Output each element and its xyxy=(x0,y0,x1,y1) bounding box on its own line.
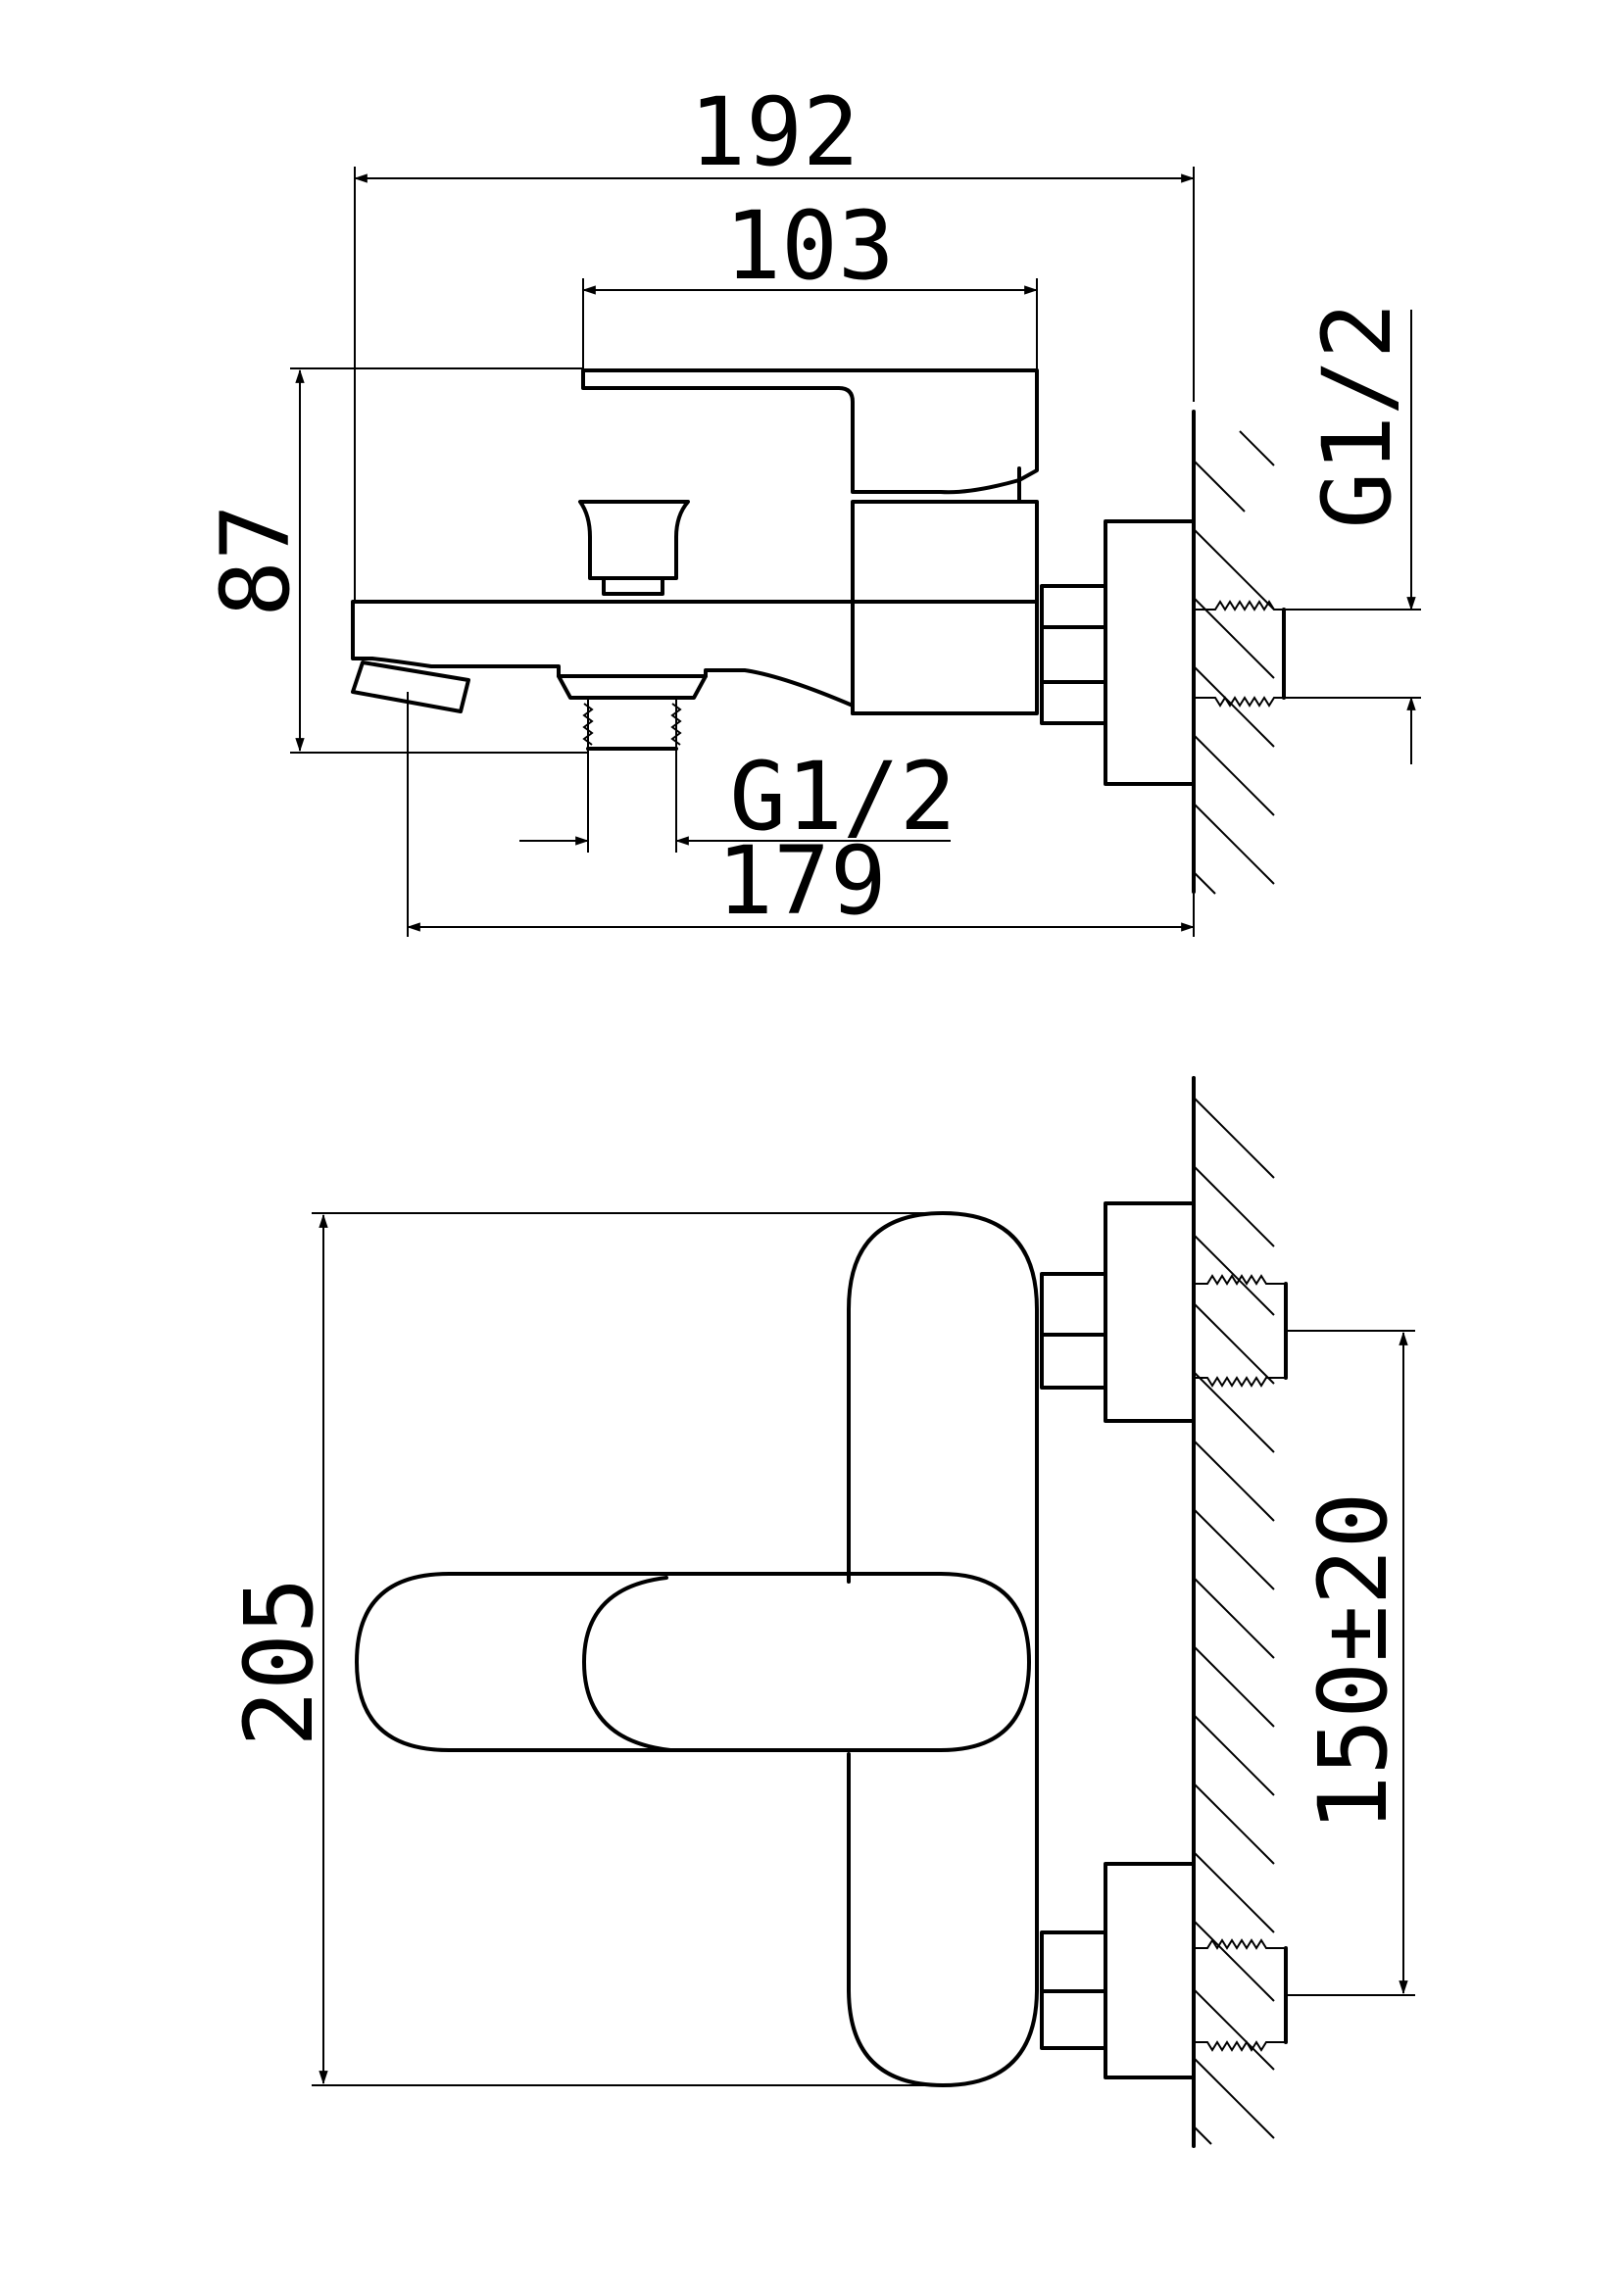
dim-outlet-thread: G1/2 xyxy=(729,742,956,852)
front-nut-bottom xyxy=(1040,1930,1107,2050)
front-body-outline xyxy=(847,1211,1039,2087)
dim-inlet-spacing: 150±20 xyxy=(1299,1492,1408,1832)
dim-lever-width: 103 xyxy=(724,191,894,301)
side-nut xyxy=(1040,584,1107,725)
front-dimension-lines xyxy=(319,1213,1408,2085)
dim-overall-width: 192 xyxy=(689,77,859,187)
side-shower-outlet xyxy=(557,674,708,700)
side-wall xyxy=(1192,410,1275,895)
side-inlet-thread xyxy=(1194,600,1286,708)
side-body xyxy=(351,500,1039,715)
front-view: 205 150±20 xyxy=(224,1076,1415,2148)
dim-spout-to-wall: 179 xyxy=(716,826,886,936)
front-flange-top xyxy=(1104,1201,1196,1423)
dim-inlet-thread: G1/2 xyxy=(1302,302,1412,528)
dim-overall-height: 205 xyxy=(224,1577,334,1746)
front-lever-cap xyxy=(582,1576,672,1752)
front-nut-top xyxy=(1040,1272,1107,1390)
side-diverter-knob xyxy=(578,500,690,596)
side-spout xyxy=(351,660,470,713)
front-lever xyxy=(355,1572,1031,1752)
front-extension-lines xyxy=(312,1212,1415,2086)
side-view: 192 103 87 179 G1/2 G1/2 xyxy=(201,77,1421,937)
front-flange-bottom xyxy=(1104,1862,1196,2079)
front-wall xyxy=(1192,1076,1275,2148)
side-dimension-lines xyxy=(295,173,1416,932)
side-outlet-thread xyxy=(582,698,682,751)
side-lever xyxy=(581,368,1039,495)
front-inlet-thread-bottom xyxy=(1194,1938,1288,2052)
dim-height: 87 xyxy=(201,504,311,617)
side-flange xyxy=(1104,519,1196,786)
front-inlet-thread-top xyxy=(1194,1274,1288,1388)
